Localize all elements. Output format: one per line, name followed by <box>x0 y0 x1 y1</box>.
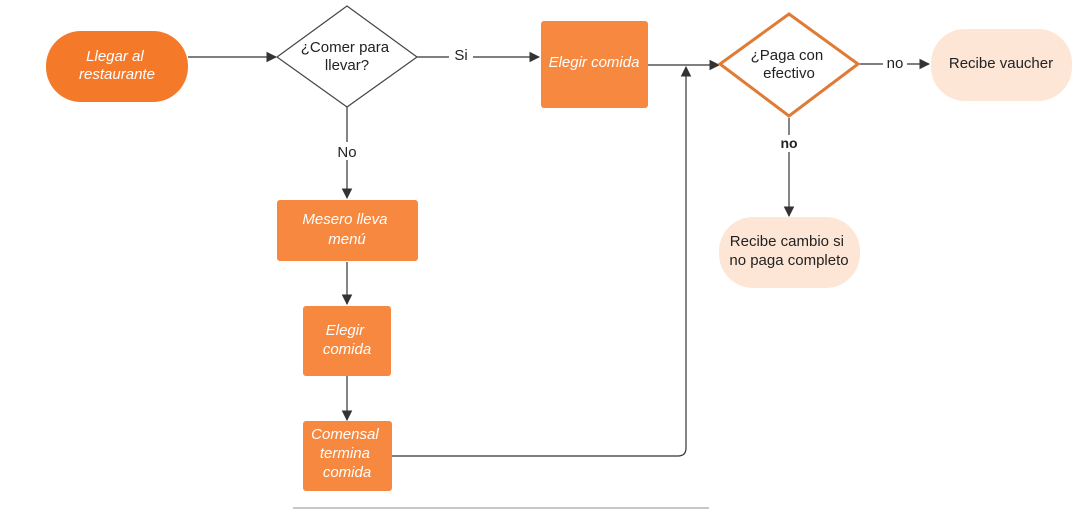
node-choose-food-left <box>303 306 391 376</box>
node-waiter-menu-label: Mesero lleva menú <box>302 211 391 248</box>
edge-label-si: Si <box>454 47 467 64</box>
node-diner-finishes-label: Comensal termina comida <box>311 426 383 481</box>
edge-diner-to-merge <box>392 65 692 457</box>
node-pay-cash-label: ¿Paga con efectivo <box>751 47 828 82</box>
node-pay-cash-decision <box>717 12 861 118</box>
node-diner-finishes <box>303 421 392 491</box>
node-takeaway-decision <box>275 5 419 108</box>
node-waiter-menu <box>277 200 418 261</box>
edge-label-no-takeaway: No <box>337 144 356 161</box>
node-takeaway-label: ¿Comer para llevar? <box>301 39 394 74</box>
node-choose-food-top <box>541 21 648 108</box>
node-change <box>719 217 860 288</box>
node-start <box>46 31 188 102</box>
node-choose-food-left-label: Elegir comida <box>323 322 371 358</box>
edge-label-no-down: no <box>780 135 797 151</box>
edge-label-no-right: no <box>887 55 904 72</box>
node-start-label: Llegar al restaurante <box>79 48 155 83</box>
node-choose-food-top-label: Elegir comida <box>549 54 640 71</box>
node-change-label: Recibe cambio si no paga completo <box>729 233 848 269</box>
bottom-divider <box>293 507 709 509</box>
node-voucher <box>931 29 1072 101</box>
node-voucher-label: Recibe vaucher <box>949 55 1053 72</box>
